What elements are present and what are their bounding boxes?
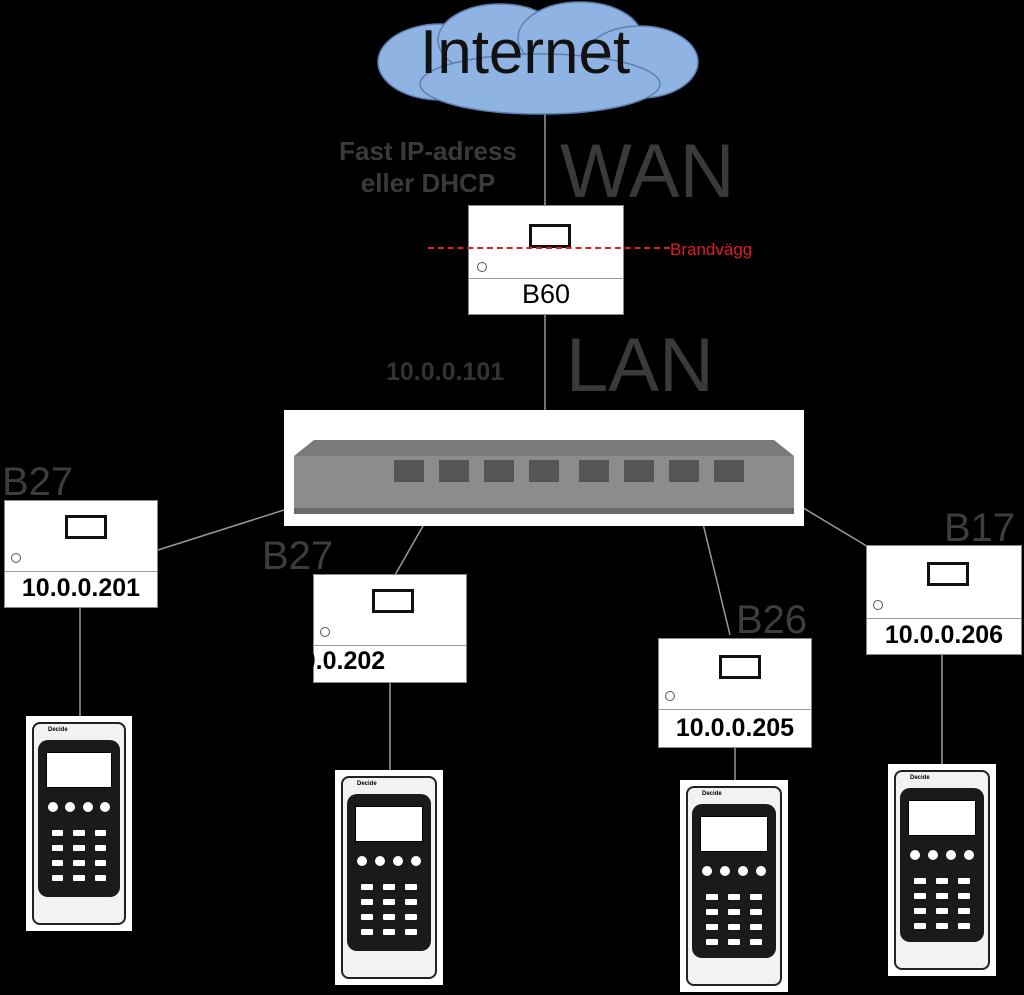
controller-model-1: B27 xyxy=(2,460,74,504)
controller-202: 10.0.0.202 xyxy=(267,574,467,683)
b60-router: B60 xyxy=(468,205,624,315)
controller-model-4: B17 xyxy=(944,506,1016,550)
controller-housing xyxy=(659,639,811,710)
controller-housing xyxy=(867,546,1021,619)
reader-keypad-icon xyxy=(706,894,762,945)
keypad-reader-1: Decide xyxy=(26,716,132,931)
controller-ip: 10.0.0.202 xyxy=(267,647,386,675)
reader-face xyxy=(900,788,984,942)
controller-ip: 10.0.0.201 xyxy=(21,574,141,602)
controller-led-icon xyxy=(320,627,330,637)
reader-display-icon xyxy=(355,806,423,842)
controller-205: 10.0.0.205 xyxy=(658,638,812,748)
keypad-reader-2: Decide xyxy=(335,770,443,985)
reader-buttons xyxy=(357,856,421,866)
keypad-reader-4: Decide xyxy=(888,764,996,976)
controller-ip: 10.0.0.206 xyxy=(884,621,1004,649)
reader-face xyxy=(692,804,776,958)
reader-display-icon xyxy=(700,816,768,852)
reader-face xyxy=(347,794,431,951)
wan-address-note: Fast IP-adress eller DHCP xyxy=(322,135,534,199)
reader-face xyxy=(38,740,120,897)
controller-model-2: B27 xyxy=(262,534,334,578)
reader-brand: Decide xyxy=(48,727,68,733)
internet-cloud xyxy=(377,1,699,115)
reader-keypad-icon xyxy=(52,830,106,881)
firewall-label: Brandvägg xyxy=(670,240,753,259)
controller-led-icon xyxy=(665,691,675,701)
wan-note-line-2: eller DHCP xyxy=(360,168,496,198)
router-label: B60 xyxy=(521,279,571,309)
controller-display-icon xyxy=(372,589,414,613)
reader-display-icon xyxy=(46,752,112,788)
internet-label: Internet xyxy=(420,18,631,87)
switch-ports xyxy=(394,460,744,482)
lan-label: LAN xyxy=(566,323,714,408)
router-led-icon xyxy=(477,262,487,272)
controller-housing xyxy=(314,575,466,646)
reader-buttons xyxy=(48,802,110,812)
reader-display-icon xyxy=(908,800,976,836)
controller-model-3: B26 xyxy=(736,598,808,642)
lan-ip: 10.0.0.101 xyxy=(386,358,505,386)
controller-led-icon xyxy=(11,553,21,563)
wan-note-line-1: Fast IP-adress xyxy=(339,136,517,166)
controller-led-icon xyxy=(873,600,883,610)
router-housing xyxy=(469,206,623,279)
controller-ip: 10.0.0.205 xyxy=(675,714,795,742)
network-switch xyxy=(284,410,804,526)
router-display-icon xyxy=(529,224,571,248)
controller-201: 10.0.0.201 xyxy=(4,500,158,608)
controller-housing xyxy=(5,501,157,572)
switch-graphic xyxy=(294,440,794,514)
reader-brand: Decide xyxy=(702,791,722,797)
controller-display-icon xyxy=(927,562,969,586)
reader-brand: Decide xyxy=(910,775,930,781)
firewall-line xyxy=(428,247,670,249)
reader-keypad-icon xyxy=(914,878,970,929)
reader-keypad-icon xyxy=(361,884,417,935)
controller-display-icon xyxy=(65,515,107,539)
controller-display-icon xyxy=(719,655,761,679)
reader-buttons xyxy=(702,866,766,876)
reader-buttons xyxy=(910,850,974,860)
reader-brand: Decide xyxy=(357,781,377,787)
controller-206: 10.0.0.206 xyxy=(866,545,1022,655)
keypad-reader-3: Decide xyxy=(680,780,788,992)
wan-label: WAN xyxy=(560,129,735,214)
